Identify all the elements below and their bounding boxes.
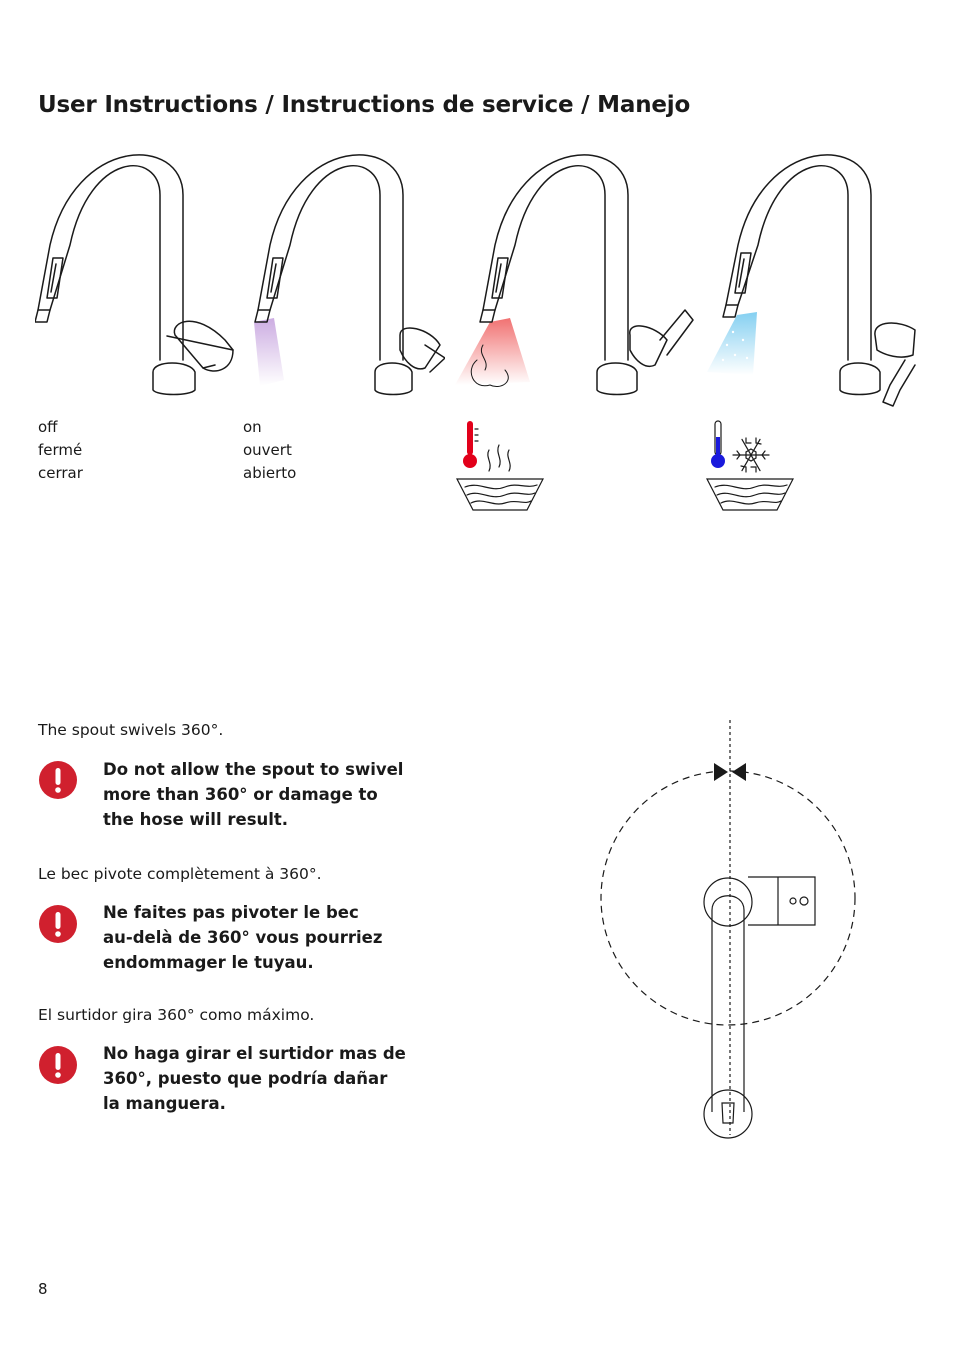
rotation-circle [600, 770, 856, 1026]
faucet-cold-icon [707, 154, 916, 407]
swivel-diagram-icon [600, 720, 856, 1139]
warning-line: Do not allow the spout to swivel [103, 760, 404, 779]
spout [711, 895, 745, 1112]
state-label-off: off fermé cerrar [38, 416, 83, 485]
page-number: 8 [38, 1280, 48, 1298]
warning-line: more than 360° or damage to [103, 785, 378, 804]
warning-line: No haga girar el surtidor mas de [103, 1044, 406, 1063]
cold-water-icon [706, 420, 794, 511]
warning-line: endommager le tuyau. [103, 953, 314, 972]
arrow-right-icon [714, 763, 728, 781]
spray-head [703, 1089, 753, 1139]
arrow-left-icon [732, 763, 746, 781]
warning-icon [39, 761, 77, 799]
warning-line: la manguera. [103, 1094, 226, 1113]
faucet-on-icon [254, 154, 445, 396]
state-label-en: off [38, 418, 58, 436]
faucet-lever [748, 876, 816, 926]
warning-line: 360°, puesto que podría dañar [103, 1069, 388, 1088]
state-label-es: abierto [243, 464, 297, 482]
state-label-es: cerrar [38, 464, 83, 482]
state-label-fr: fermé [38, 441, 83, 459]
warning-icon [39, 905, 77, 943]
hot-water-icon [456, 421, 544, 511]
faucet-hot-icon [455, 154, 694, 396]
swivel-warning-fr: Ne faites pas pivoter le bec au-delà de … [103, 900, 433, 975]
state-label-en: on [243, 418, 262, 436]
page-title: User Instructions / Instructions de serv… [38, 92, 691, 118]
swivel-text-en: The spout swivels 360°. [38, 721, 224, 739]
faucet-base [703, 877, 753, 927]
swivel-text-fr: Le bec pivote complètement à 360°. [38, 865, 322, 883]
warning-line: au-delà de 360° vous pourriez [103, 928, 383, 947]
warning-line: the hose will result. [103, 810, 289, 829]
swivel-warning-en: Do not allow the spout to swivel more th… [103, 757, 433, 832]
swivel-warning-es: No haga girar el surtidor mas de 360°, p… [103, 1041, 433, 1116]
state-label-fr: ouvert [243, 441, 292, 459]
state-label-on: on ouvert abierto [243, 416, 296, 485]
swivel-text-es: El surtidor gira 360° como máximo. [38, 1006, 315, 1024]
faucet-off-icon [35, 154, 234, 396]
warning-icon [39, 1046, 77, 1084]
warning-line: Ne faites pas pivoter le bec [103, 903, 359, 922]
